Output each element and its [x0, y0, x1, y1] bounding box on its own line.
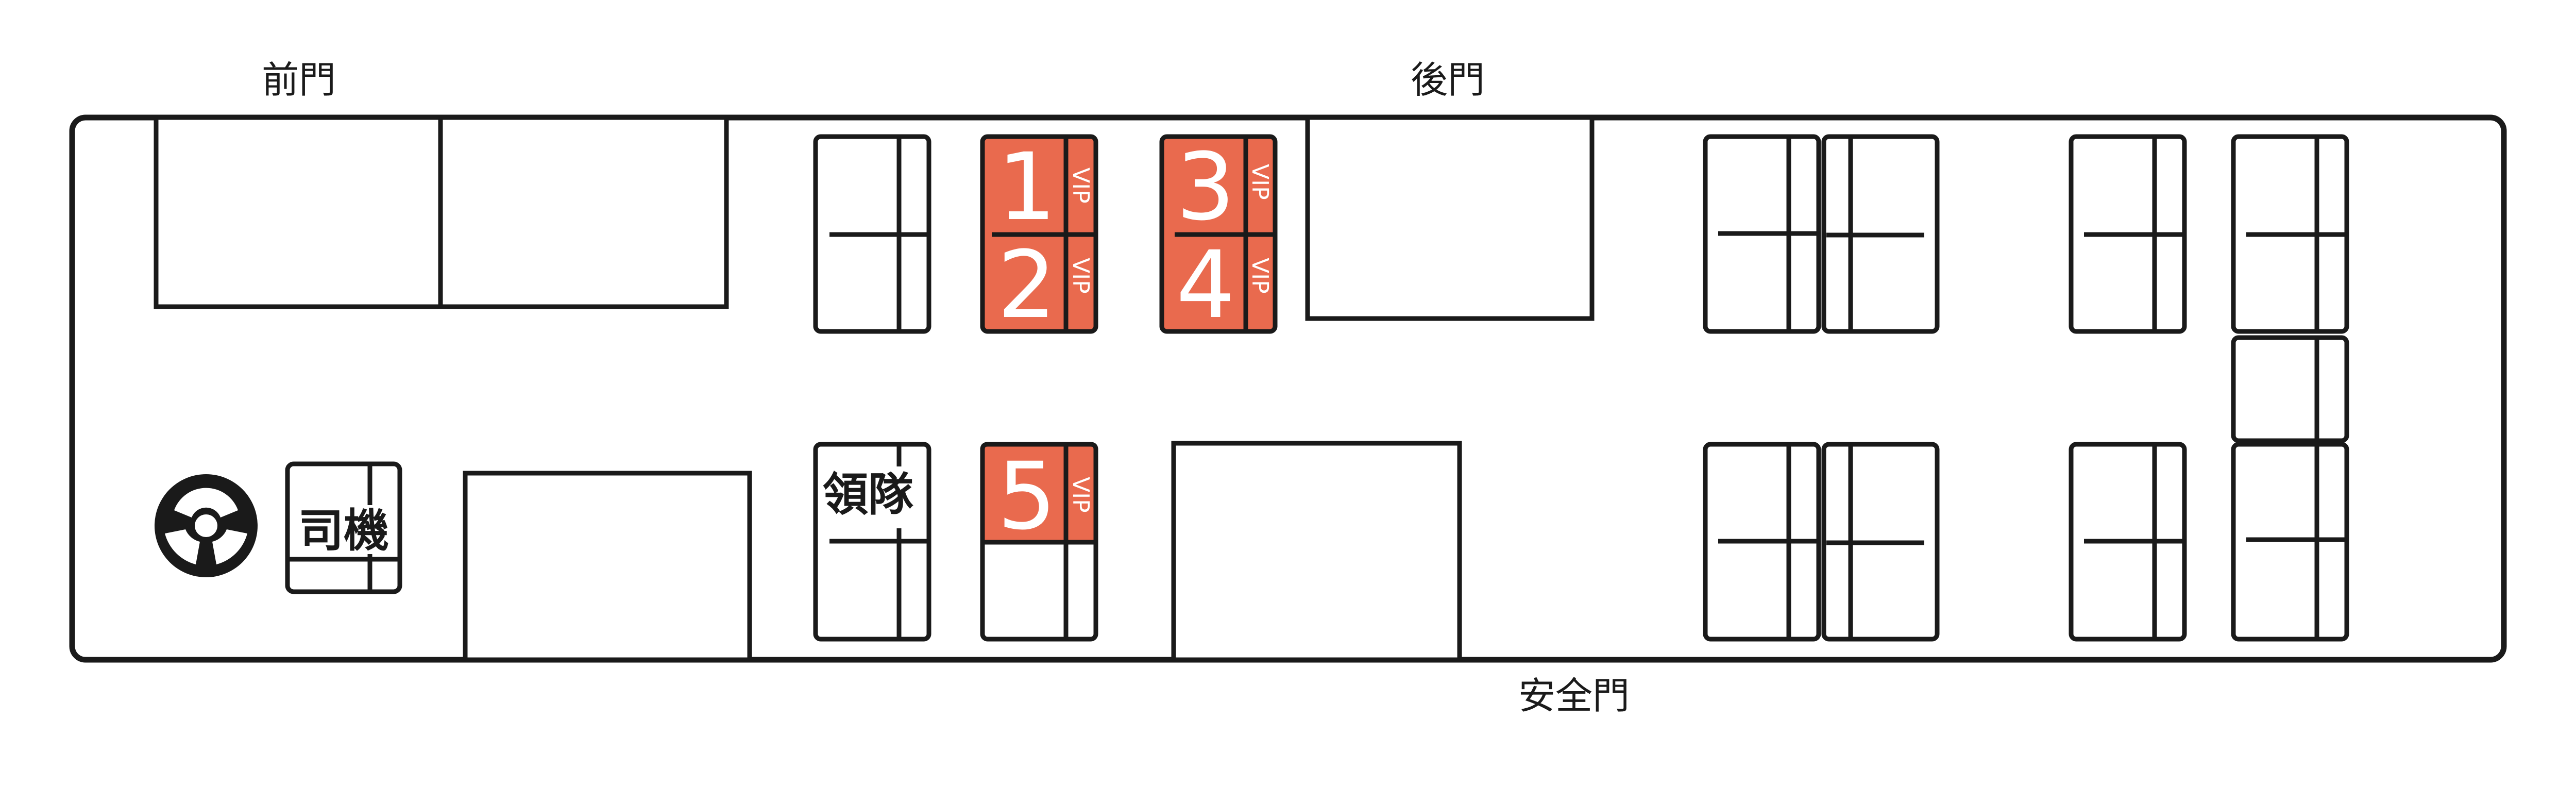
vip-seat-pair-3-4: 3 VIP 4 VIP [1159, 133, 1278, 339]
seat[interactable] [2069, 134, 2187, 334]
luggage-compartment [463, 471, 752, 662]
seat-number: 1 [997, 133, 1057, 241]
vip-tag: VIP [1247, 258, 1273, 294]
seat-row-bottom [1703, 442, 2349, 642]
vip-seat-5[interactable]: 5 VIP [980, 442, 1098, 642]
vip-seat-pair-1-2: 1 VIP 2 VIP [980, 133, 1098, 339]
seat-number: 2 [997, 231, 1057, 339]
vip-tag: VIP [1247, 164, 1273, 200]
seat[interactable] [2069, 442, 2187, 642]
seat-number: 5 [997, 443, 1057, 550]
seat[interactable] [813, 134, 931, 334]
rear-door-label: 後門 [1411, 58, 1485, 102]
steering-wheel-icon [155, 474, 258, 577]
seat-row-top [813, 134, 2349, 443]
vip-tag: VIP [1067, 477, 1094, 513]
vip-seat-1[interactable]: 1 VIP [997, 133, 1094, 241]
seat[interactable] [2231, 134, 2349, 334]
vip-tag: VIP [1067, 168, 1094, 204]
front-door-compartment-right [438, 115, 729, 309]
seat-number: 3 [1176, 133, 1235, 241]
vip-seat-4[interactable]: 4 VIP [1176, 231, 1273, 339]
vip-seat-3[interactable]: 3 VIP [1176, 133, 1273, 241]
front-door-label: 前門 [262, 58, 336, 102]
front-door-compartment-left [154, 115, 443, 309]
driver-label: 司機 [298, 504, 389, 557]
seat[interactable] [2231, 442, 2349, 642]
tour-leader-seat: 領隊 [813, 442, 931, 642]
tour-leader-label: 領隊 [823, 468, 913, 521]
seat[interactable] [2231, 335, 2349, 443]
driver-seat: 司機 [285, 461, 402, 594]
vip-seat-2[interactable]: 2 VIP [997, 231, 1094, 339]
emergency-door-area [1171, 441, 1462, 662]
seat[interactable] [1821, 134, 1940, 334]
seat[interactable] [1703, 134, 1821, 334]
seat[interactable] [1821, 442, 1940, 642]
rear-door-area [1305, 115, 1595, 321]
seat-number: 4 [1176, 231, 1235, 339]
seat[interactable] [1703, 442, 1821, 642]
emergency-door-label: 安全門 [1518, 674, 1630, 717]
vip-tag: VIP [1067, 258, 1094, 294]
